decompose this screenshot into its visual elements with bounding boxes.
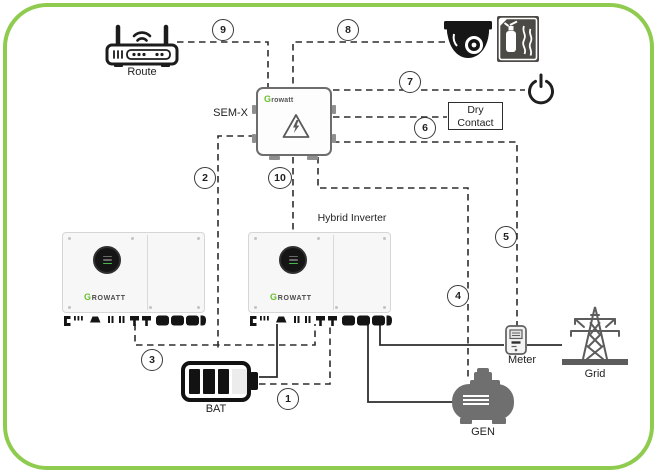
cable-generator xyxy=(367,324,452,403)
badge-8: 8 xyxy=(337,19,359,41)
power-icon xyxy=(528,73,554,105)
inverter-display xyxy=(93,246,121,274)
grid-tower-icon xyxy=(562,306,628,365)
growatt-logo: GROWATT xyxy=(270,292,312,302)
router-icon xyxy=(105,24,179,67)
generator-label: GEN xyxy=(471,426,495,438)
semx-gland xyxy=(332,134,336,143)
cable-meter xyxy=(379,324,504,346)
semx-foot xyxy=(307,156,318,160)
semx-growatt-logo: Growatt xyxy=(264,94,294,104)
dry-contact-box: Dry Contact xyxy=(448,102,503,130)
badge-9: 9 xyxy=(212,19,234,41)
battery-label: BAT xyxy=(205,403,227,415)
growatt-logo: GROWATT xyxy=(84,292,126,302)
meter-label: Meter xyxy=(507,354,537,366)
battery-icon xyxy=(181,361,251,402)
cctv-camera-icon xyxy=(444,21,492,58)
router-label: Route xyxy=(127,66,157,78)
badge-1: 1 xyxy=(277,388,299,410)
semx-gland xyxy=(332,105,336,114)
connector-strip xyxy=(64,315,206,326)
semx-gland xyxy=(252,105,256,114)
badge-5: 5 xyxy=(495,226,517,248)
semx-label: SEM-X xyxy=(213,107,248,119)
dry-contact-line2: Contact xyxy=(457,117,494,129)
line-2 xyxy=(217,135,255,352)
line-1 xyxy=(259,324,331,385)
grid-label: Grid xyxy=(584,368,606,380)
hybrid-inverter-label: Hybrid Inverter xyxy=(317,212,387,224)
hybrid-inverter: GROWATT xyxy=(248,232,392,326)
badge-2: 2 xyxy=(194,167,216,189)
dry-contact-line1: Dry xyxy=(467,104,484,116)
badge-7: 7 xyxy=(399,71,421,93)
badge-3: 3 xyxy=(141,349,163,371)
connector-strip xyxy=(250,315,392,326)
semx-box: Growatt xyxy=(252,87,336,160)
inverter-panel-seam xyxy=(147,235,148,310)
line-8 xyxy=(292,41,445,87)
badge-6: 6 xyxy=(414,117,436,139)
green-border-frame xyxy=(3,3,654,470)
badge-4: 4 xyxy=(447,285,469,307)
fire-extinguisher-icon xyxy=(497,16,539,62)
inverter-display xyxy=(279,246,307,274)
line-3 xyxy=(134,324,316,346)
inverter-panel-seam xyxy=(333,235,334,310)
generator-icon xyxy=(452,368,514,424)
line-5 xyxy=(333,141,518,326)
cable-battery xyxy=(259,324,278,378)
warning-triangle-icon xyxy=(282,114,310,138)
inverter-1: GROWATT xyxy=(62,232,206,326)
line-9 xyxy=(177,41,269,87)
battery-terminal xyxy=(250,372,258,390)
meter-icon xyxy=(505,325,527,355)
line-4 xyxy=(317,157,469,377)
semx-gland xyxy=(252,134,256,143)
badge-10: 10 xyxy=(268,167,292,189)
semx-foot xyxy=(269,156,280,160)
